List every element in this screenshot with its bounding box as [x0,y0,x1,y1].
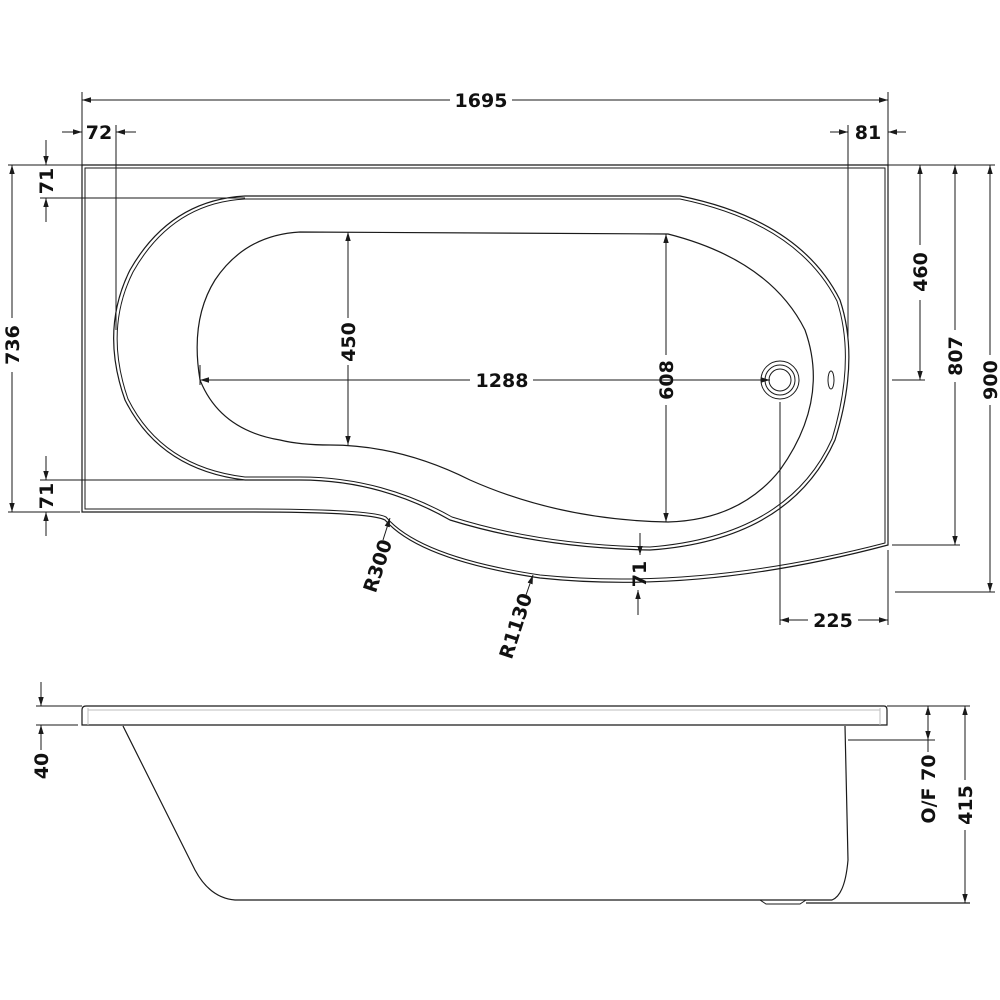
dim-right-460: 460 [910,165,932,380]
svg-text:81: 81 [855,122,881,144]
svg-text:71: 71 [36,168,58,194]
dim-radius-small: R300 [359,517,397,595]
dim-overall-width: 900 [980,165,1000,592]
svg-text:807: 807 [945,336,967,376]
dim-curve-rim: 71 [629,533,651,615]
dim-left-rim: 72 [62,122,136,144]
svg-text:40: 40 [31,753,53,779]
svg-text:71: 71 [36,483,58,509]
dim-radius-large: R1130 [495,574,537,662]
svg-text:460: 460 [910,252,932,292]
dim-rim-thickness: 40 [31,682,53,779]
svg-text:736: 736 [2,325,24,365]
dim-left-height: 736 [2,165,24,512]
bath-outer-outline [81,164,889,583]
dim-right-rim: 81 [830,122,906,144]
bath-body-profile [122,725,849,901]
svg-text:71: 71 [629,561,651,587]
svg-text:1695: 1695 [455,90,508,112]
svg-text:R300: R300 [359,537,397,595]
dim-waste-offset: 225 [780,610,888,632]
dim-overall-length: 1695 [82,90,888,112]
overflow-hole [827,370,835,390]
dim-top-rim: 71 [36,140,58,222]
dim-overall-height: 415 [955,706,977,903]
bath-foot [759,899,807,905]
dim-overflow: O/F 70 [918,706,940,824]
svg-text:900: 900 [980,360,1000,400]
svg-text:O/F 70: O/F 70 [918,754,940,823]
dim-inner-right-width: 608 [656,234,678,522]
bath-rim-profile [81,705,888,726]
side-view: 40 O/F 70 415 [31,682,977,905]
dim-right-807: 807 [945,165,967,545]
svg-text:R1130: R1130 [495,591,537,662]
basin-inner-outline [196,231,814,523]
bath-rim-inner-edge [113,195,850,551]
dim-inner-left-width: 450 [338,232,360,445]
svg-text:450: 450 [338,322,360,362]
svg-text:415: 415 [955,785,977,825]
dim-inner-length: 1288 [200,370,770,392]
svg-text:608: 608 [656,360,678,400]
svg-text:72: 72 [86,122,112,144]
svg-text:1288: 1288 [476,370,529,392]
dim-bottom-rim-left: 71 [36,456,58,536]
plan-view: 1695 72 81 71 71 736 [2,90,1000,662]
svg-text:225: 225 [813,610,853,632]
